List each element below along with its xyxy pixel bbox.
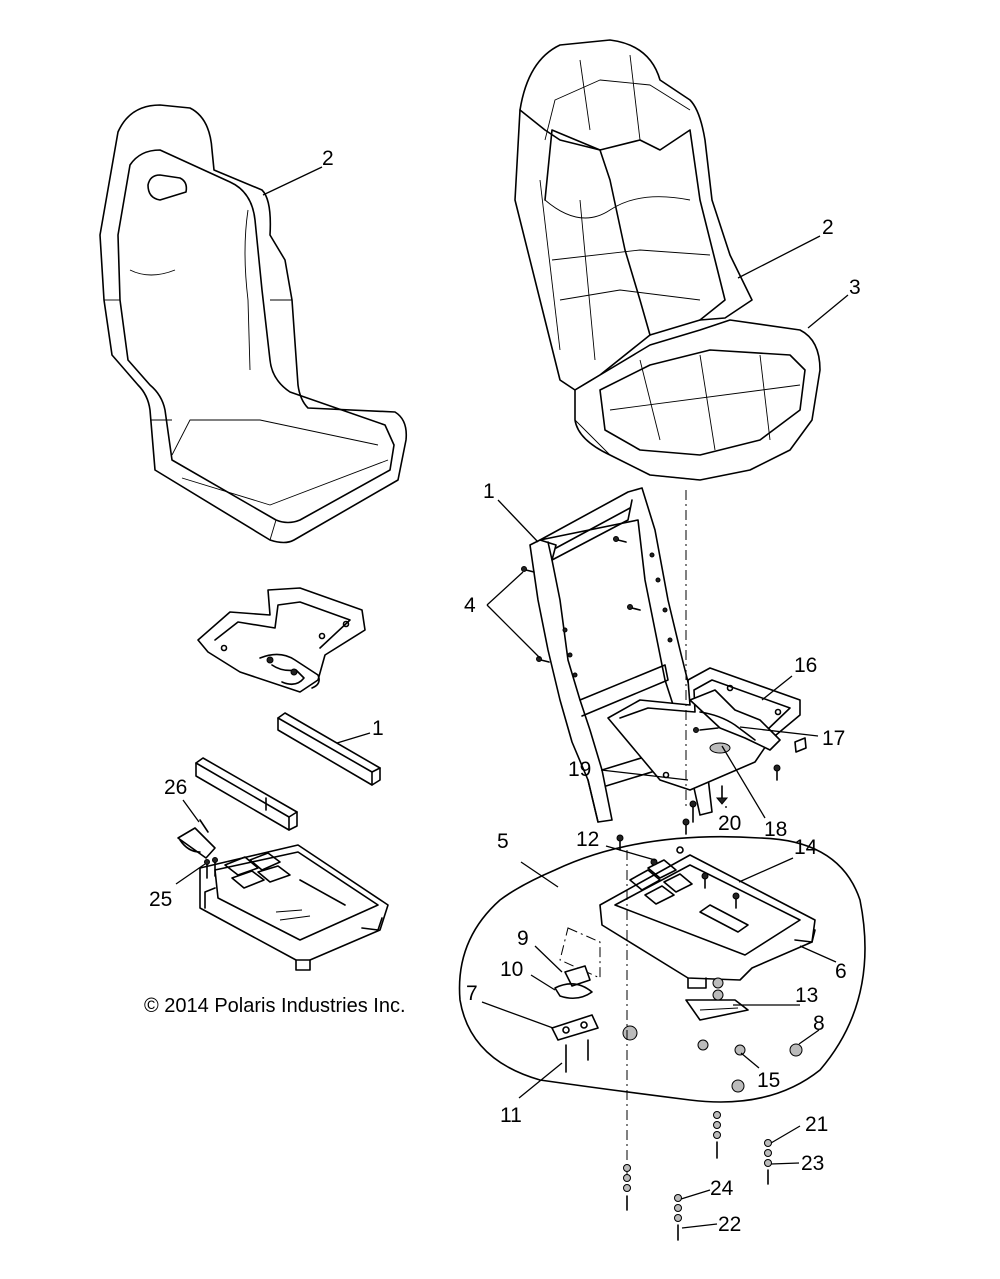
callout-17: 17 (822, 727, 845, 750)
right-base-group-illustration (458, 835, 866, 1103)
callout-4: 4 (464, 594, 476, 617)
left-base-illustration (177, 819, 389, 971)
callout-24: 24 (710, 1177, 734, 1200)
callout-14: 14 (794, 836, 818, 859)
callout-5: 5 (497, 830, 509, 853)
lower-hardware-illustration (623, 490, 772, 1241)
callout-19: 19 (568, 758, 591, 781)
callout-10: 10 (500, 958, 523, 981)
right-seat-illustration (514, 39, 821, 481)
callout-2-left: 2 (322, 147, 334, 170)
callout-6: 6 (835, 960, 847, 983)
callout-15: 15 (757, 1069, 780, 1092)
callout-12: 12 (576, 828, 599, 851)
callout-7: 7 (466, 982, 478, 1005)
copyright-notice: © 2014 Polaris Industries Inc. (144, 995, 406, 1017)
callout-25: 25 (149, 888, 172, 911)
callout-26: 26 (164, 776, 187, 799)
callout-labels: 2 2 3 1 4 1 16 17 19 20 18 26 25 5 12 14… (149, 147, 861, 1236)
callout-16: 16 (794, 654, 817, 677)
callout-22: 22 (718, 1213, 741, 1236)
callout-23: 23 (801, 1152, 824, 1175)
callout-21: 21 (805, 1113, 828, 1136)
callout-8: 8 (813, 1012, 825, 1035)
callout-11: 11 (500, 1104, 522, 1127)
callout-20: 20 (718, 812, 741, 835)
callout-2-right: 2 (822, 216, 834, 239)
callout-3: 3 (849, 276, 861, 299)
callout-9: 9 (517, 927, 529, 950)
callout-1-slider: 1 (372, 717, 384, 740)
callout-18: 18 (764, 818, 787, 841)
leader-lines (175, 166, 849, 1229)
left-seat-pan-illustration (197, 587, 366, 693)
right-seat-pan-illustration (607, 667, 807, 851)
left-slider-bars-illustration (195, 712, 381, 831)
left-seat-illustration (99, 104, 408, 544)
callout-1-frame: 1 (483, 480, 495, 503)
callout-13: 13 (795, 984, 818, 1007)
